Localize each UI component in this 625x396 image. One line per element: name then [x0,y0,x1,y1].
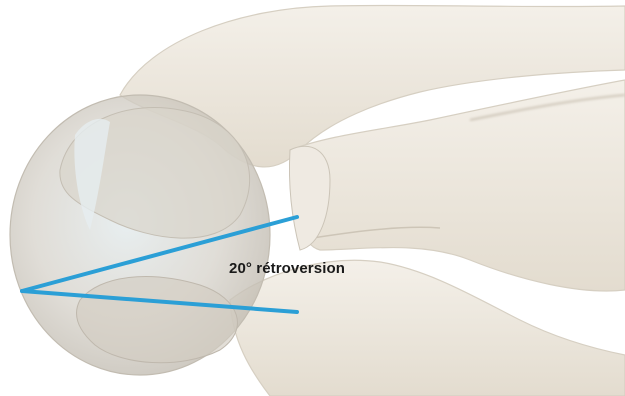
retroversion-angle-label: 20° rétroversion [229,260,345,277]
